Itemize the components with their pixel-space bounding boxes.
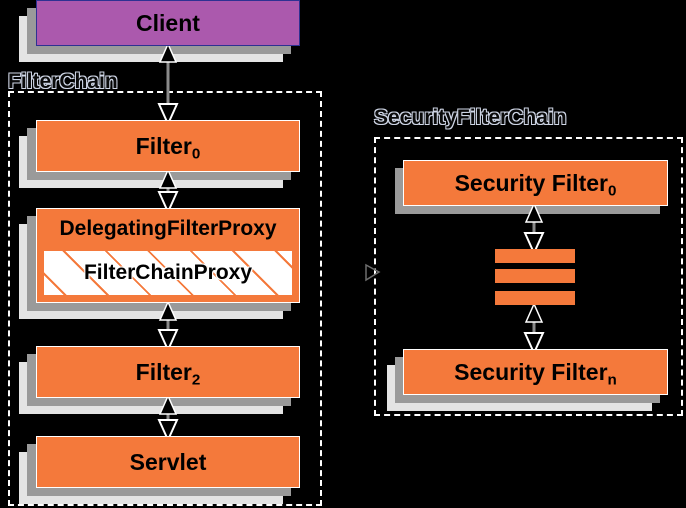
node-security-filter-0-subscript: 0 <box>607 181 617 199</box>
node-filter-2[interactable]: Filter2 <box>36 346 300 398</box>
connector-delegating-proxy-to-filter-2 <box>157 300 179 353</box>
node-security-filter-0-label: Security Filter0 <box>454 169 617 199</box>
node-filter-chain-proxy[interactable]: FilterChainProxy <box>42 249 294 297</box>
node-security-filter-n-label: Security Filtern <box>454 358 617 388</box>
node-servlet[interactable]: Servlet <box>36 436 300 488</box>
node-security-filter-n-subscript: n <box>607 370 617 388</box>
node-filter-2-subscript: 2 <box>191 370 201 388</box>
ellipsis-bar-2 <box>495 269 575 283</box>
connector-proxy-to-security-filter-chain <box>365 263 381 282</box>
ellipsis-bar-3 <box>495 291 575 305</box>
node-servlet-label: Servlet <box>129 448 207 475</box>
group-box-security-filter-chain <box>374 137 683 416</box>
node-security-filter-0[interactable]: Security Filter0 <box>403 160 668 206</box>
node-filter-0[interactable]: Filter0 <box>36 120 300 172</box>
node-filter-2-label: Filter2 <box>135 358 201 388</box>
group-box-filter-chain <box>8 91 322 506</box>
node-filter-0-subscript: 0 <box>191 144 201 162</box>
connector-client-to-filter-0 <box>157 42 179 127</box>
connector-ellipsis-to-security-filter-n <box>523 302 545 356</box>
connector-filter-0-to-delegating-proxy <box>157 168 179 215</box>
group-label-filter-chain: FilterChain <box>8 70 118 93</box>
node-delegating-filter-proxy-label: DelegatingFilterProxy <box>59 217 277 240</box>
node-client-label: Client <box>136 9 200 36</box>
connector-filter-2-to-servlet <box>157 394 179 443</box>
node-delegating-filter-proxy[interactable]: DelegatingFilterProxy FilterChainProxy <box>36 208 300 303</box>
node-filter-0-label: Filter0 <box>135 132 201 162</box>
connector-security-filter-0-to-ellipsis <box>523 202 545 256</box>
ellipsis-bar-1 <box>495 249 575 263</box>
node-filter-chain-proxy-label: FilterChainProxy <box>83 261 253 284</box>
group-label-security-filter-chain: SecurityFilterChain <box>374 106 567 129</box>
node-client[interactable]: Client <box>36 0 300 46</box>
node-security-filter-n[interactable]: Security Filtern <box>403 349 668 395</box>
